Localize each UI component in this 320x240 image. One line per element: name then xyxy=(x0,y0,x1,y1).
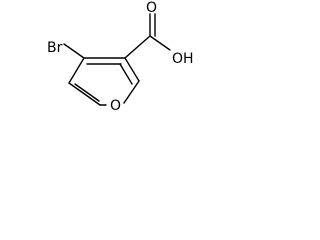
structure-canvas: Br O O OH xyxy=(0,0,204,122)
ring-bond-c3-c4 xyxy=(68,57,85,84)
bond-c3-br xyxy=(63,43,85,59)
carbonyl-oxygen-label: O xyxy=(146,0,157,16)
bromofuran-carboxylic-acid-diagram: Br O O OH xyxy=(47,0,194,114)
bond-carboxyl-c-oh xyxy=(149,35,171,51)
hydroxyl-label: OH xyxy=(172,51,194,67)
bromine-label: Br xyxy=(47,40,63,56)
ring-oxygen-label: O xyxy=(110,98,121,114)
bond-c2-carboxyl xyxy=(124,35,151,59)
ring-bond-c4-c5 xyxy=(68,82,101,106)
ring-double-bond-c2-c1-inner xyxy=(119,63,133,85)
ring-bond-c1-o xyxy=(123,80,140,104)
ring-double-bond-c4-c5-inner xyxy=(74,83,100,102)
ring-bond-c2-c1 xyxy=(124,57,140,82)
